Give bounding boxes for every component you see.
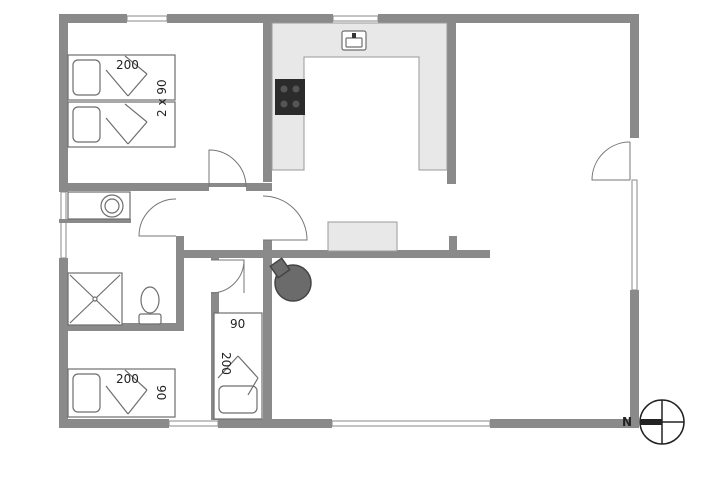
bed-middle	[213, 312, 263, 420]
stove	[275, 79, 305, 115]
bed-top-width-label: 2 x 90	[155, 79, 169, 117]
toilet	[138, 286, 162, 325]
kitchen-counter	[271, 22, 448, 171]
bathroom-fixtures	[67, 191, 162, 326]
bed-bottom-length-label: 200	[116, 372, 139, 386]
outer-walls	[59, 14, 639, 428]
kitchen-sink	[341, 30, 367, 51]
wood-stove	[269, 257, 312, 302]
compass-north-label: N	[622, 415, 632, 429]
bed-top-twin	[67, 54, 176, 148]
bed-top-length-label: 200	[116, 58, 139, 72]
bed-bottom-width-label: 90	[154, 385, 168, 400]
compass	[639, 399, 685, 445]
kitchen-island	[327, 221, 398, 252]
bed-middle-width-label: 90	[230, 317, 245, 331]
bed-bottom	[67, 368, 176, 418]
bed-middle-length-label: 200	[219, 352, 233, 375]
kitchen	[271, 22, 448, 252]
windows	[60, 15, 638, 427]
doors	[138, 141, 631, 294]
